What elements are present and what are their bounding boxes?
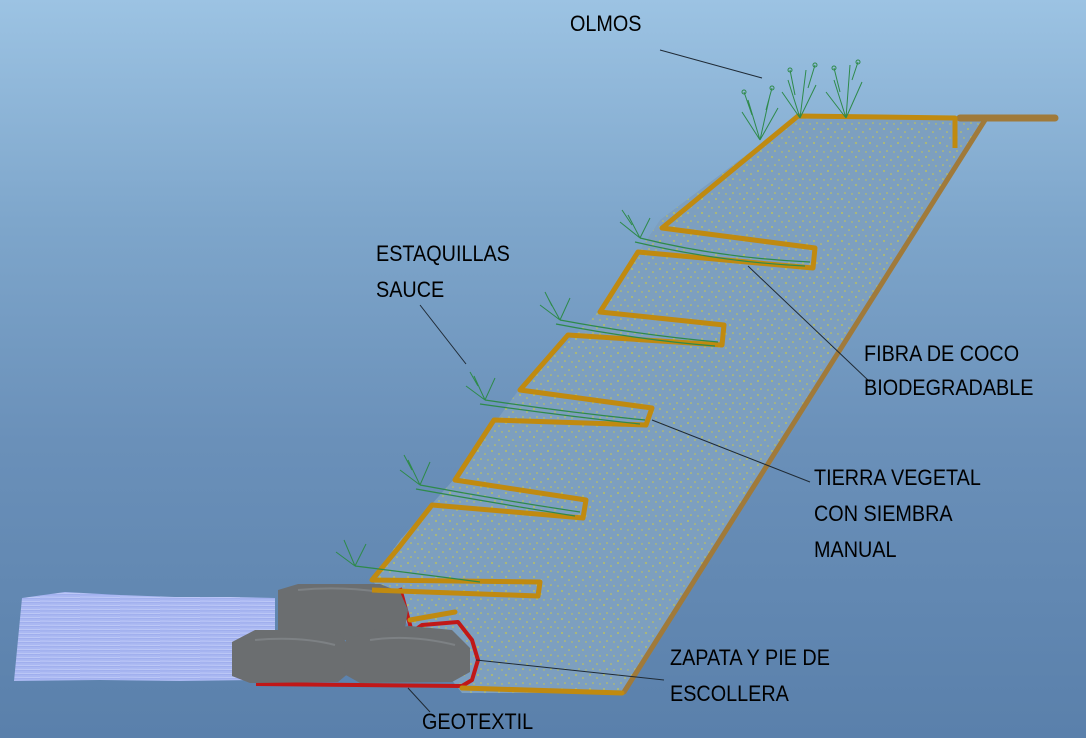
label-olmos: OLMOS	[570, 11, 642, 36]
label-tierra-line1: TIERRA VEGETAL	[814, 465, 981, 490]
zapata-leader-line	[475, 659, 665, 681]
label-estaquillas: ESTAQUILLAS	[376, 241, 510, 266]
label-tierra-line3: MANUAL	[814, 537, 897, 562]
coir-fiber-wraps	[369, 113, 958, 696]
leader-lines	[407, 49, 871, 713]
label-fibra-line2: BIODEGRADABLE	[864, 375, 1034, 400]
label-fibra-line1: FIBRA DE COCO	[864, 341, 1020, 366]
sauce-leader-line	[419, 304, 467, 365]
olmos-leader-line	[659, 49, 763, 79]
shrub-sprouts	[335, 209, 651, 567]
slope-base-line	[621, 114, 1059, 695]
water-body	[14, 592, 275, 681]
label-sauce: SAUCE	[376, 277, 445, 302]
elm-trees	[741, 59, 863, 141]
label-geotextil: GEOTEXTIL	[422, 709, 534, 734]
label-zapata-line1: ZAPATA Y PIE DE	[670, 645, 830, 670]
riprap-rocks	[232, 584, 470, 683]
label-tierra-line2: CON SIEMBRA	[814, 501, 953, 526]
geotextil-leader-line	[407, 687, 431, 713]
willow-cuttings	[354, 237, 811, 583]
tierra-leader-line	[651, 419, 811, 483]
label-zapata-line2: ESCOLLERA	[670, 681, 789, 706]
fibra-leader-line	[747, 265, 871, 383]
soil-body	[372, 116, 985, 693]
